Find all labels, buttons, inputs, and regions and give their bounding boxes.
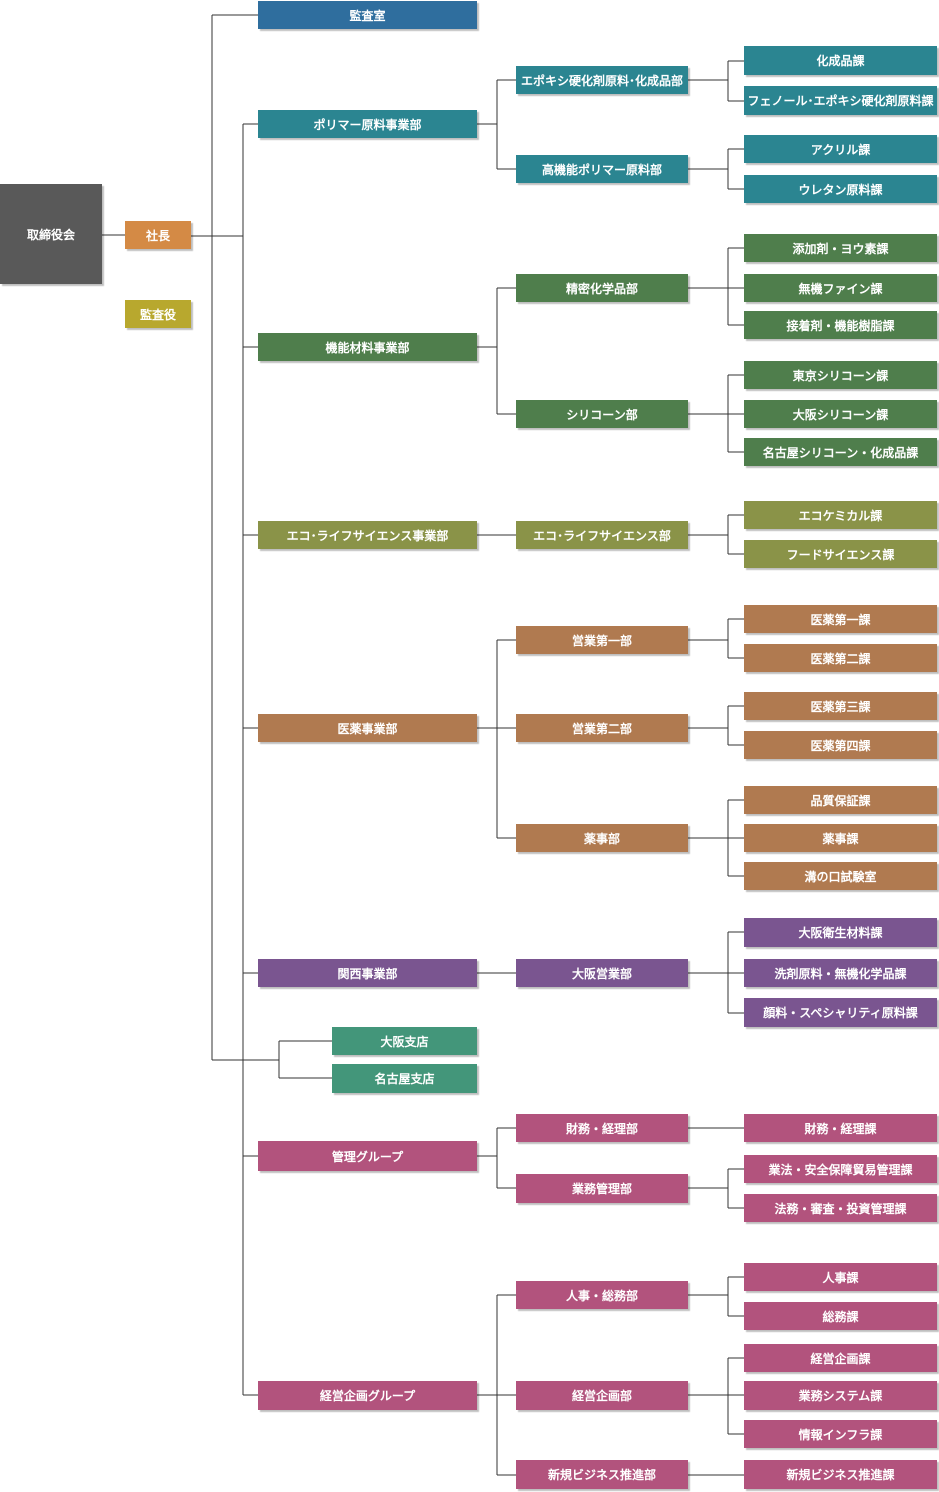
tokyo-silicone-section-box: 東京シリコーン課: [744, 361, 937, 389]
eco-chemical-section-box: エコケミカル課: [744, 501, 937, 529]
planning-section-box: 経営企画課: [744, 1344, 937, 1372]
silicone-dept-box: シリコーン部: [516, 400, 688, 428]
planning-group-box: 経営企画グループ: [258, 1381, 477, 1410]
eco-dept-box: エコ･ライフサイエンス部: [516, 521, 688, 549]
adhesive-section-box: 接着剤・機能樹脂課: [744, 311, 937, 339]
detergent-section-box: 洗剤原料・無機化学品課: [744, 959, 937, 987]
highperf-dept-box: 高機能ポリマー原料部: [516, 155, 688, 183]
pharma-division-box: 医薬事業部: [258, 714, 477, 742]
functional-division-box: 機能材料事業部: [258, 333, 477, 361]
nagoya-branch-box: 名古屋支店: [332, 1064, 477, 1093]
general-affairs-section-box: 総務課: [744, 1302, 937, 1330]
epoxy-dept-box: エポキシ硬化剤原料･化成品部: [516, 66, 688, 94]
kansai-division-box: 関西事業部: [258, 959, 477, 987]
hr-dept-box: 人事・総務部: [516, 1281, 688, 1309]
pharma3-section-box: 医薬第三課: [744, 692, 937, 720]
board-of-directors-box: 取締役会: [0, 184, 102, 284]
food-science-section-box: フードサイエンス課: [744, 540, 937, 568]
osaka-sales-dept-box: 大阪営業部: [516, 959, 688, 987]
polymer-division-box: ポリマー原料事業部: [258, 110, 477, 138]
pharma2-section-box: 医薬第二課: [744, 644, 937, 672]
osaka-silicone-section-box: 大阪シリコーン課: [744, 400, 937, 428]
management-group-box: 管理グループ: [258, 1141, 477, 1171]
phenol-section-box: フェノール･エポキシ硬化剤原料課: [744, 86, 937, 115]
auditor-box: 監査役: [125, 300, 191, 328]
pigment-section-box: 顔料・スペシャリティ原料課: [744, 998, 937, 1027]
fine-chemicals-dept-box: 精密化学品部: [516, 274, 688, 302]
sales1-dept-box: 営業第一部: [516, 626, 688, 654]
finance-dept-box: 財務・経理部: [516, 1114, 688, 1142]
pharma4-section-box: 医薬第四課: [744, 731, 937, 759]
operations-dept-box: 業務管理部: [516, 1174, 688, 1203]
eco-division-box: エコ･ライフサイエンス事業部: [258, 521, 477, 549]
kaseihin-section-box: 化成品課: [744, 46, 937, 75]
qa-section-box: 品質保証課: [744, 786, 937, 814]
president-box: 社長: [125, 221, 191, 249]
hygiene-section-box: 大阪衛生材料課: [744, 918, 937, 947]
regulatory-dept-box: 薬事部: [516, 824, 688, 852]
additive-section-box: 添加剤・ヨウ素課: [744, 234, 937, 262]
newbiz-dept-box: 新規ビジネス推進部: [516, 1460, 688, 1489]
newbiz-section-box: 新規ビジネス推進課: [744, 1460, 937, 1489]
acrylic-section-box: アクリル課: [744, 135, 937, 163]
regulatory-section-box: 薬事課: [744, 824, 937, 852]
osaka-branch-box: 大阪支店: [332, 1027, 477, 1055]
systems-section-box: 業務システム課: [744, 1381, 937, 1410]
audit-office-box: 監査室: [258, 1, 477, 29]
inorganic-section-box: 無機ファイン課: [744, 274, 937, 302]
compliance-section-box: 業法・安全保障貿易管理課: [744, 1155, 937, 1183]
legal-section-box: 法務・審査・投資管理課: [744, 1194, 937, 1222]
lab-section-box: 溝の口試験室: [744, 862, 937, 890]
infra-section-box: 情報インフラ課: [744, 1420, 937, 1448]
pharma1-section-box: 医薬第一課: [744, 605, 937, 633]
nagoya-silicone-section-box: 名古屋シリコーン・化成品課: [744, 438, 937, 466]
sales2-dept-box: 営業第二部: [516, 714, 688, 742]
finance-section-box: 財務・経理課: [744, 1114, 937, 1142]
planning-dept-box: 経営企画部: [516, 1381, 688, 1410]
hr-section-box: 人事課: [744, 1263, 937, 1291]
urethane-section-box: ウレタン原料課: [744, 175, 937, 203]
